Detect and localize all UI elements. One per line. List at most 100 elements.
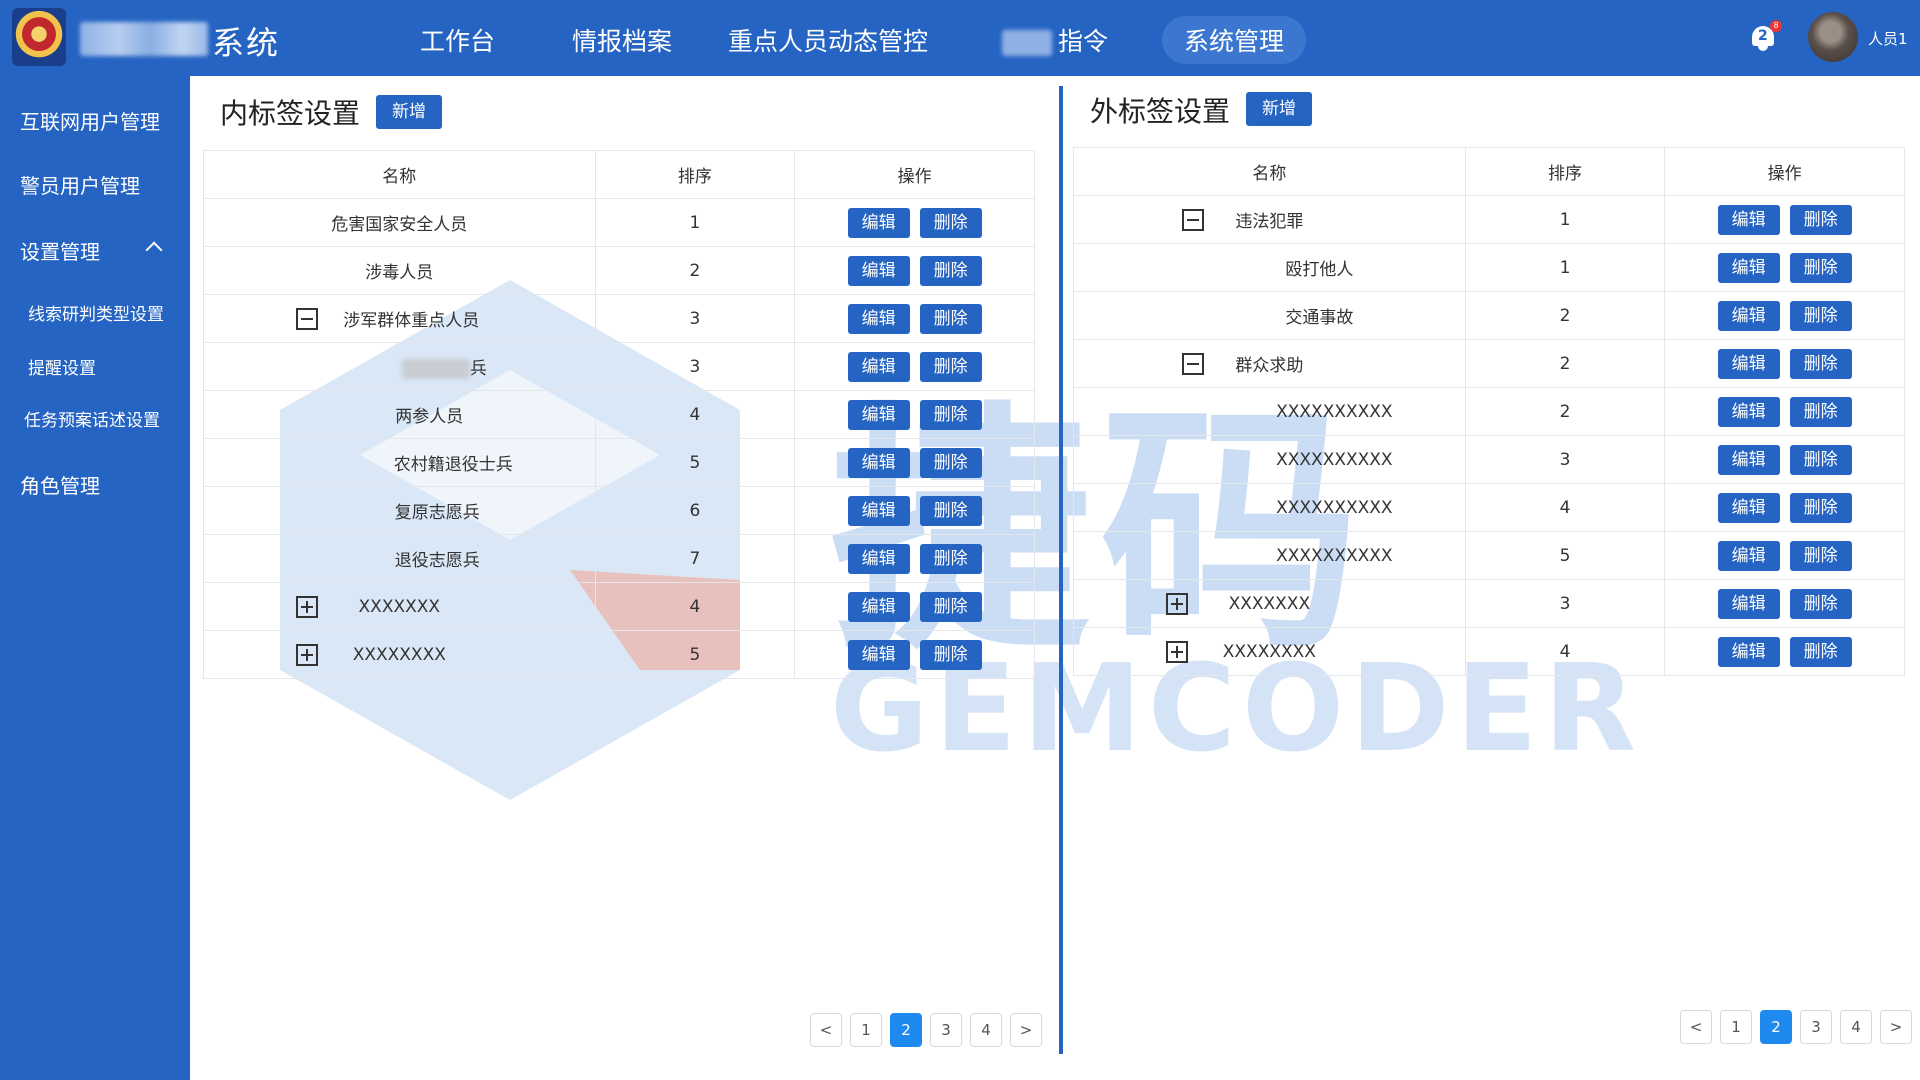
next-page-button[interactable]: > (1880, 1010, 1912, 1044)
row-order: 2 (1464, 291, 1666, 340)
police-emblem-logo (12, 8, 66, 66)
outer-pagination: < 1 2 3 4 > (1680, 1010, 1912, 1044)
edit-button[interactable]: 编辑 (847, 255, 910, 286)
row-actions: 编辑删除 (1664, 339, 1905, 388)
nav-key-person-control[interactable]: 重点人员动态管控 (728, 27, 929, 56)
edit-button[interactable]: 编辑 (847, 351, 910, 382)
table-row: 涉军群体重点人员 3 编辑删除 (203, 294, 1035, 343)
sidebar-item-settings[interactable]: 设置管理 (20, 240, 100, 264)
delete-button[interactable]: 删除 (1789, 540, 1852, 571)
edit-button[interactable]: 编辑 (1717, 348, 1780, 379)
edit-button[interactable]: 编辑 (847, 303, 910, 334)
delete-button[interactable]: 删除 (919, 591, 982, 622)
edit-button[interactable]: 编辑 (1717, 540, 1780, 571)
nav-command-label: 指令 (1058, 27, 1109, 56)
notification-bell-icon[interactable]: 2 8 (1750, 20, 1782, 52)
expand-plus-icon[interactable] (1166, 641, 1188, 663)
edit-button[interactable]: 编辑 (1717, 252, 1780, 283)
delete-button[interactable]: 删除 (1789, 252, 1852, 283)
col-action-header: 操作 (794, 150, 1035, 199)
page-button-current[interactable]: 2 (1760, 1010, 1792, 1044)
chevron-up-icon[interactable] (145, 241, 163, 259)
delete-button[interactable]: 删除 (919, 207, 982, 238)
collapse-minus-icon[interactable] (1182, 209, 1204, 231)
nav-command[interactable]: 指令 (1002, 22, 1108, 58)
page-button[interactable]: 1 (850, 1013, 882, 1047)
delete-button[interactable]: 删除 (1789, 348, 1852, 379)
row-actions: 编辑删除 (1664, 243, 1905, 292)
row-order: 4 (594, 582, 796, 631)
row-name-cell: XXXXXXX (1073, 579, 1466, 628)
row-order: 1 (1464, 243, 1666, 292)
page-button[interactable]: 3 (930, 1013, 962, 1047)
delete-button[interactable]: 删除 (919, 351, 982, 382)
table-row: 违法犯罪 1 编辑删除 (1073, 195, 1905, 244)
page-button[interactable]: 1 (1720, 1010, 1752, 1044)
edit-button[interactable]: 编辑 (847, 447, 910, 478)
delete-button[interactable]: 删除 (919, 447, 982, 478)
edit-button[interactable]: 编辑 (1717, 396, 1780, 427)
table-row: 涉毒人员 2 编辑删除 (203, 246, 1035, 295)
edit-button[interactable]: 编辑 (1717, 204, 1780, 235)
expand-plus-icon[interactable] (296, 596, 318, 618)
prev-page-button[interactable]: < (810, 1013, 842, 1047)
delete-button[interactable]: 删除 (1789, 636, 1852, 667)
username[interactable]: 人员1 (1868, 30, 1908, 48)
prev-page-button[interactable]: < (1680, 1010, 1712, 1044)
sidebar-item-police-users[interactable]: 警员用户管理 (20, 174, 140, 198)
outer-add-button[interactable]: 新增 (1246, 92, 1312, 126)
delete-button[interactable]: 删除 (1789, 444, 1852, 475)
edit-button[interactable]: 编辑 (847, 543, 910, 574)
nav-workbench[interactable]: 工作台 (420, 27, 496, 56)
row-name-cell: 兵 (203, 342, 596, 391)
user-avatar[interactable] (1808, 12, 1858, 62)
delete-button[interactable]: 删除 (919, 543, 982, 574)
edit-button[interactable]: 编辑 (847, 591, 910, 622)
edit-button[interactable]: 编辑 (1717, 444, 1780, 475)
delete-button[interactable]: 删除 (1789, 396, 1852, 427)
row-name-cell: 违法犯罪 (1073, 195, 1466, 244)
edit-button[interactable]: 编辑 (847, 399, 910, 430)
edit-button[interactable]: 编辑 (1717, 300, 1780, 331)
delete-button[interactable]: 删除 (919, 495, 982, 526)
inner-add-button[interactable]: 新增 (376, 95, 442, 129)
table-header-row: 名称 排序 操作 (1073, 147, 1905, 196)
edit-button[interactable]: 编辑 (847, 207, 910, 238)
page-button[interactable]: 4 (1840, 1010, 1872, 1044)
collapse-minus-icon[interactable] (1182, 353, 1204, 375)
page-button-current[interactable]: 2 (890, 1013, 922, 1047)
sidebar-item-clue-type-settings[interactable]: 线索研判类型设置 (28, 305, 164, 325)
sidebar-item-reminder-settings[interactable]: 提醒设置 (28, 359, 96, 379)
page-button[interactable]: 4 (970, 1013, 1002, 1047)
table-row: 两参人员 4 编辑删除 (203, 390, 1035, 439)
expand-plus-icon[interactable] (1166, 593, 1188, 615)
edit-button[interactable]: 编辑 (847, 495, 910, 526)
delete-button[interactable]: 删除 (1789, 204, 1852, 235)
row-actions: 编辑删除 (794, 486, 1035, 535)
nav-system-management[interactable]: 系统管理 (1162, 16, 1307, 64)
delete-button[interactable]: 删除 (919, 399, 982, 430)
delete-button[interactable]: 删除 (919, 255, 982, 286)
page-button[interactable]: 3 (1800, 1010, 1832, 1044)
bell-count: 2 (1758, 28, 1768, 44)
expand-plus-icon[interactable] (296, 644, 318, 666)
next-page-button[interactable]: > (1010, 1013, 1042, 1047)
sidebar-item-task-script-settings[interactable]: 任务预案话述设置 (24, 411, 160, 431)
row-actions: 编辑删除 (794, 390, 1035, 439)
delete-button[interactable]: 删除 (1789, 492, 1852, 523)
delete-button[interactable]: 删除 (919, 303, 982, 334)
sidebar-item-internet-users[interactable]: 互联网用户管理 (20, 110, 160, 134)
sidebar-item-roles[interactable]: 角色管理 (20, 474, 100, 498)
table-row: 复原志愿兵 6 编辑删除 (203, 486, 1035, 535)
edit-button[interactable]: 编辑 (1717, 636, 1780, 667)
edit-button[interactable]: 编辑 (847, 639, 910, 670)
edit-button[interactable]: 编辑 (1717, 492, 1780, 523)
edit-button[interactable]: 编辑 (1717, 588, 1780, 619)
delete-button[interactable]: 删除 (1789, 588, 1852, 619)
row-name-cell: 涉军群体重点人员 (203, 294, 596, 343)
delete-button[interactable]: 删除 (919, 639, 982, 670)
nav-intelligence-archive[interactable]: 情报档案 (572, 27, 673, 56)
delete-button[interactable]: 删除 (1789, 300, 1852, 331)
collapse-minus-icon[interactable] (296, 308, 318, 330)
table-row: XXXXXXXXXX 2 编辑删除 (1073, 387, 1905, 436)
